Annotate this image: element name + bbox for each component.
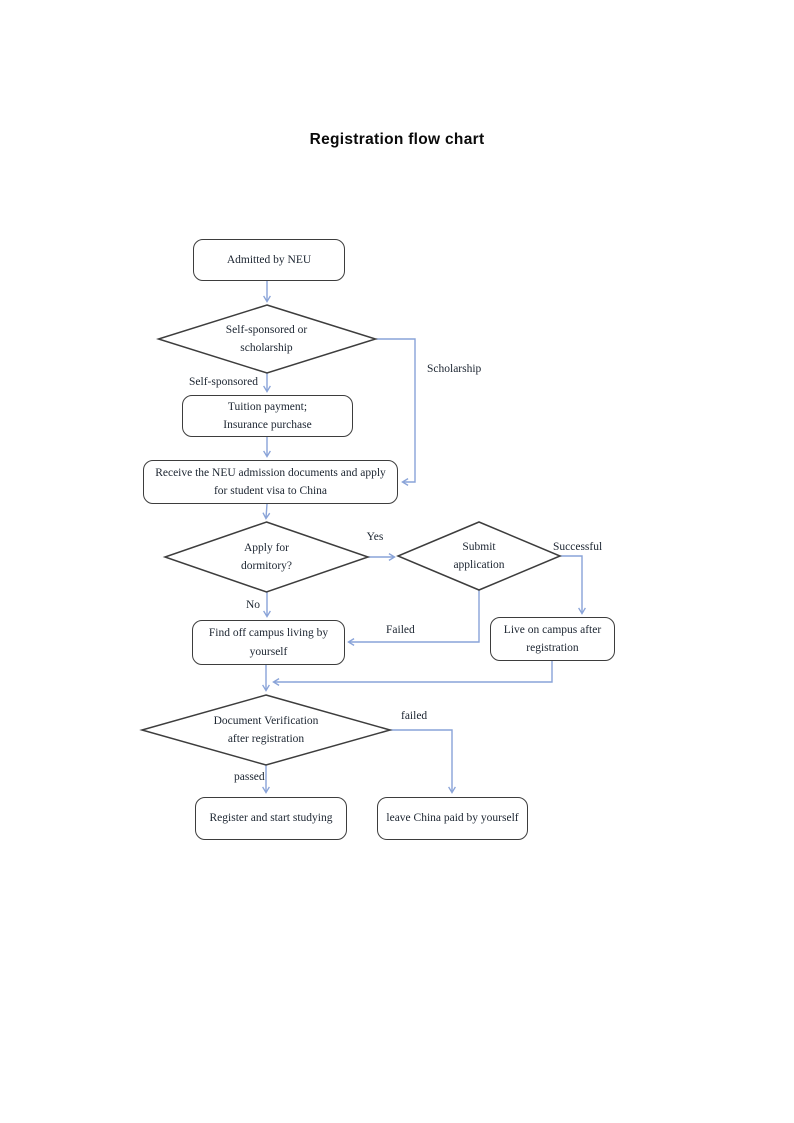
edge-live-on-campus-to-merge — [272, 661, 553, 686]
edge-scholarship-branch — [376, 338, 416, 486]
edge-label-passed: passed — [234, 771, 265, 783]
node-label: Live on campus after registration — [503, 623, 602, 654]
node-admitted-by-neu: Admitted by NEU — [193, 239, 345, 281]
edge-label-failed-submit: Failed — [386, 624, 415, 636]
node-label: Tuition payment; Insurance purchase — [223, 400, 312, 431]
edge-label-yes: Yes — [366, 531, 384, 543]
edge-failed-to-leave-china — [390, 729, 456, 794]
edge-label-successful: Successful — [553, 541, 603, 553]
node-register-and-study: Register and start studying — [195, 797, 347, 840]
node-tuition-payment: Tuition payment; Insurance purchase — [182, 395, 353, 437]
diamond-dormitory-decision — [162, 521, 371, 593]
node-label: Receive the NEU admission documents and … — [155, 466, 386, 497]
node-receive-admission-documents: Receive the NEU admission documents and … — [143, 460, 398, 504]
node-label: leave China paid by yourself — [386, 812, 519, 825]
edge-receive-to-dormitory-decision — [262, 503, 271, 520]
node-label: Register and start studying — [209, 812, 333, 825]
edge-failed-to-find-off-campus — [347, 590, 480, 646]
node-label: Admitted by NEU — [226, 253, 312, 266]
diamond-submit-decision — [396, 521, 562, 591]
diamond-sponsor-decision — [155, 304, 379, 374]
diamond-verification-decision — [139, 694, 393, 766]
node-leave-china: leave China paid by yourself — [377, 797, 528, 840]
edge-label-failed-verification: failed — [401, 710, 428, 722]
page-title: Registration flow chart — [309, 131, 485, 148]
edge-label-self-sponsored: Self-sponsored — [189, 376, 258, 388]
node-find-off-campus: Find off campus living by yourself — [192, 620, 345, 665]
edge-label-scholarship: Scholarship — [427, 363, 482, 375]
node-label: Find off campus living by yourself — [208, 627, 329, 658]
node-live-on-campus: Live on campus after registration — [490, 617, 615, 661]
edge-successful-to-live-on-campus — [560, 555, 586, 615]
edge-label-no: No — [246, 599, 261, 611]
